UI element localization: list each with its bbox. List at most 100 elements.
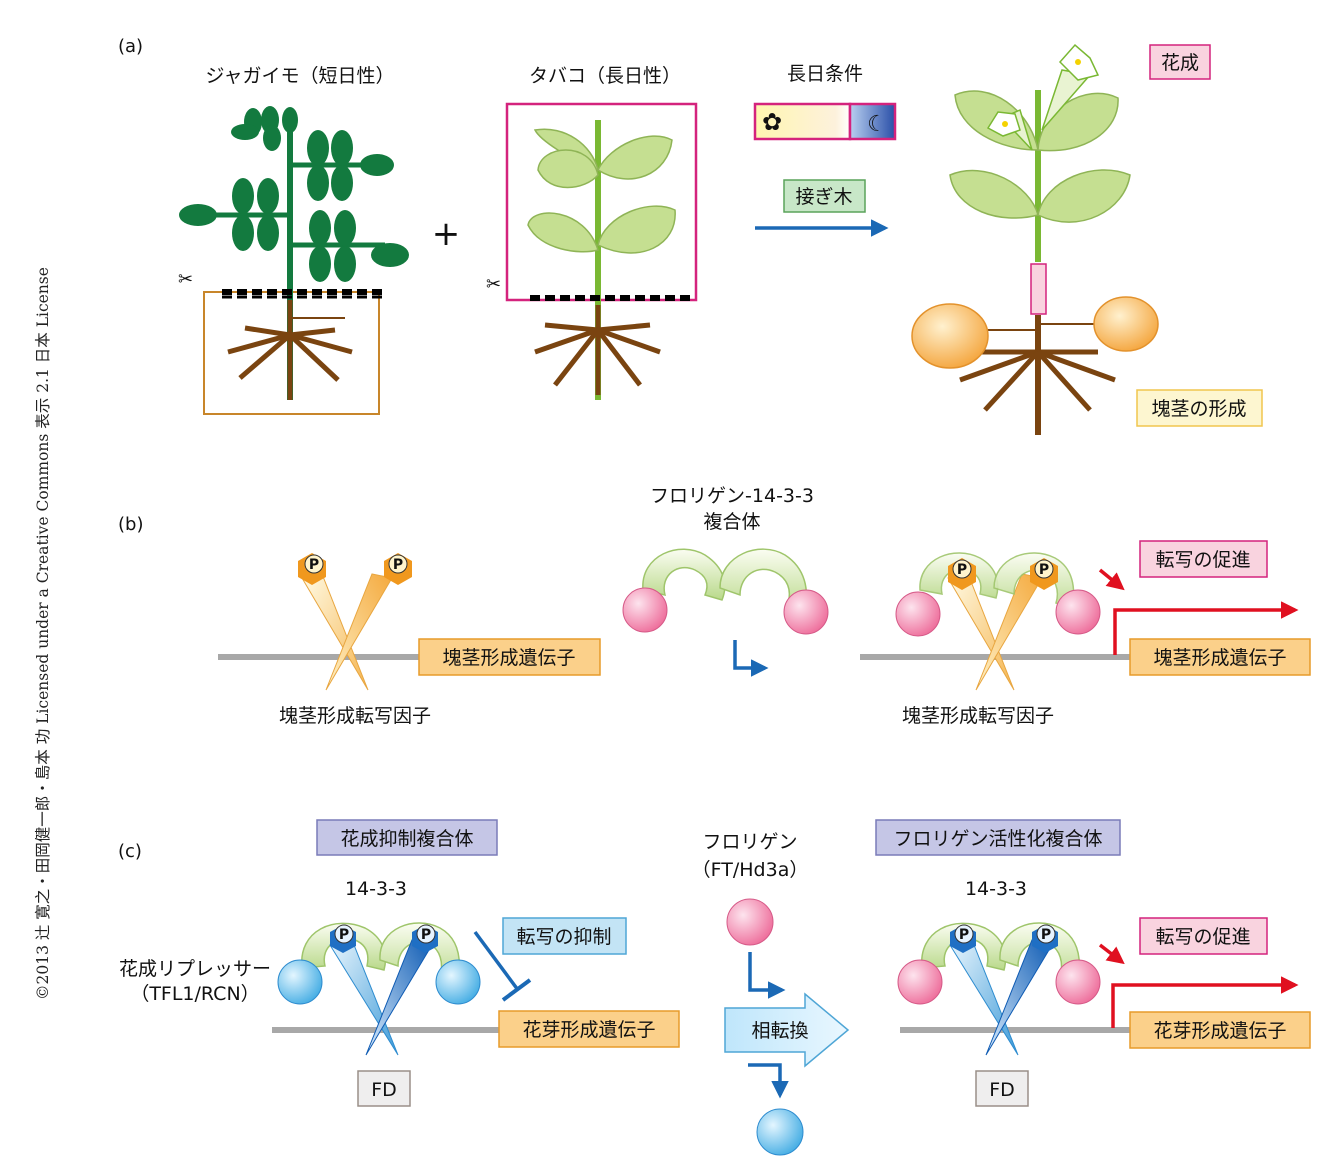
promotion-label-b: 転写の促進	[1155, 549, 1250, 571]
tobacco-label: タバコ（長日性）	[529, 65, 681, 87]
long-day-indicator: ✿ ☾	[753, 102, 897, 141]
scissors-icon: ✂	[486, 274, 501, 295]
graft-junction	[1030, 263, 1047, 315]
repression-bar	[501, 978, 532, 1002]
tobacco-plant: ✂	[486, 102, 698, 400]
flower-gene-right: 花芽形成遺伝子	[1153, 1020, 1286, 1042]
tobacco-scion-box	[505, 102, 698, 302]
graft-box	[783, 179, 866, 213]
activation-complex-label: フロリゲン活性化複合体	[893, 828, 1102, 850]
copyright-notice: ©2013 辻 寛之・田岡健一郎・島本 功 Licensed under a C…	[34, 267, 52, 1000]
tuber-tf-right: P P	[895, 552, 1101, 691]
panel-a-label: (a)	[118, 36, 143, 57]
florigen-ball	[622, 587, 668, 633]
promotion-arrow-b	[1098, 568, 1125, 591]
tobacco-flower-icon	[986, 43, 1100, 151]
tobacco-roots	[534, 305, 661, 395]
complex-label-line1: フロリゲン-14-3-3	[650, 485, 814, 507]
panel-b: (b) フロリゲン-14-3-3 複合体 P P 塊茎形成遺伝子 塊茎形成転写因…	[118, 485, 1311, 727]
plus-sign: +	[432, 214, 461, 254]
scissors-icon: ✂	[178, 269, 193, 290]
phospho-label: P	[1041, 927, 1051, 943]
repressor-complex: P P	[277, 922, 481, 1056]
repressor-complex-box	[316, 819, 498, 856]
tuber-tf-left: P P	[298, 553, 412, 691]
phospho-label: P	[339, 927, 349, 943]
tuber-tf-label-right: 塊茎形成転写因子	[902, 705, 1054, 727]
florigen-activation-complex: P P	[897, 922, 1101, 1056]
potato-roots	[227, 300, 353, 400]
panel-c-label: (c)	[118, 841, 142, 862]
label-1433-left: 14-3-3	[345, 878, 407, 900]
complex-label-line2: 複合体	[703, 511, 760, 533]
tobacco-leaves	[527, 128, 676, 254]
repressor-label-line2: （TFL1/RCN）	[130, 983, 259, 1005]
florigen-ball	[1055, 589, 1101, 635]
florigen-label-line2: （FT/Hd3a）	[692, 859, 809, 881]
potato-label: ジャガイモ（短日性）	[205, 65, 394, 87]
potato-plant: ✂	[178, 106, 409, 415]
transcription-arrow-c	[1111, 976, 1299, 1028]
repressor-ball	[277, 959, 323, 1005]
phase-transition-arrow	[724, 992, 850, 1068]
tuber-gene-box-right	[1129, 638, 1311, 676]
phospho-label: P	[393, 557, 403, 573]
flowering-label: 花成	[1161, 52, 1199, 74]
label-1433-right: 14-3-3	[965, 878, 1027, 900]
repressor-ball-free	[756, 1108, 804, 1156]
transcription-arrow-b	[1113, 601, 1299, 655]
florigen-label-line1: フロリゲン	[702, 831, 797, 853]
activation-complex-box	[875, 819, 1121, 856]
tuber-gene-left: 塊茎形成遺伝子	[442, 647, 575, 669]
phospho-label: P	[421, 927, 431, 943]
florigen-ball	[897, 959, 943, 1005]
flower-gene-box-left	[498, 1010, 680, 1048]
repression-box	[502, 917, 627, 955]
tuber-tf-label-left: 塊茎形成転写因子	[279, 705, 431, 727]
panel-a: (a) ジャガイモ（短日性） タバコ（長日性） 長日条件	[118, 36, 1263, 435]
tuber-right	[1093, 296, 1159, 352]
moon-icon: ☾	[867, 112, 887, 137]
promotion-box-b	[1139, 540, 1268, 578]
tuber-formation-label: 塊茎の形成	[1151, 398, 1246, 420]
fd-box-left	[357, 1070, 411, 1107]
potato-leaves	[179, 106, 409, 282]
tuber-gene-right: 塊茎形成遺伝子	[1153, 647, 1286, 669]
sun-icon: ✿	[762, 108, 782, 136]
promotion-label-c: 転写の促進	[1155, 926, 1250, 948]
complex-arrow	[733, 640, 769, 677]
flowering-box	[1149, 44, 1211, 80]
repression-line	[473, 930, 520, 992]
fd-box-right	[975, 1070, 1029, 1107]
panel-c: (c) 花成抑制複合体 フロリゲン活性化複合体 14-3-3 14-3-3 フロ…	[118, 819, 1311, 1156]
tuber-formation-box	[1136, 389, 1263, 427]
promotion-arrow-c	[1098, 943, 1125, 965]
grafted-plant	[911, 43, 1159, 435]
repression-label: 転写の抑制	[516, 926, 611, 948]
florigen-ball	[1055, 959, 1101, 1005]
florigen-ball	[895, 591, 941, 637]
repressor-label-line1: 花成リプレッサー	[119, 958, 271, 980]
phospho-label: P	[309, 557, 319, 573]
promotion-box-c	[1139, 917, 1268, 955]
flower-gene-box-right	[1129, 1011, 1311, 1049]
fd-label-left: FD	[371, 1079, 397, 1101]
tuber-left	[911, 303, 989, 369]
repressor-ball	[435, 959, 481, 1005]
florigen-in-arrow	[748, 952, 786, 999]
florigen-1433-complex	[622, 548, 829, 635]
repressor-complex-label: 花成抑制複合体	[340, 828, 473, 850]
repressor-out-arrow	[748, 1063, 789, 1099]
fd-label-right: FD	[989, 1079, 1015, 1101]
long-day-label: 長日条件	[787, 63, 863, 85]
phase-transition-label: 相転換	[751, 1020, 808, 1042]
phospho-label: P	[959, 927, 969, 943]
phospho-label: P	[1039, 562, 1049, 578]
phospho-label: P	[957, 562, 967, 578]
flower-gene-left: 花芽形成遺伝子	[522, 1019, 655, 1041]
florigen-ball-free	[726, 898, 774, 946]
florigen-ball	[783, 589, 829, 635]
panel-b-label: (b)	[118, 514, 143, 535]
graft-label: 接ぎ木	[795, 186, 852, 208]
